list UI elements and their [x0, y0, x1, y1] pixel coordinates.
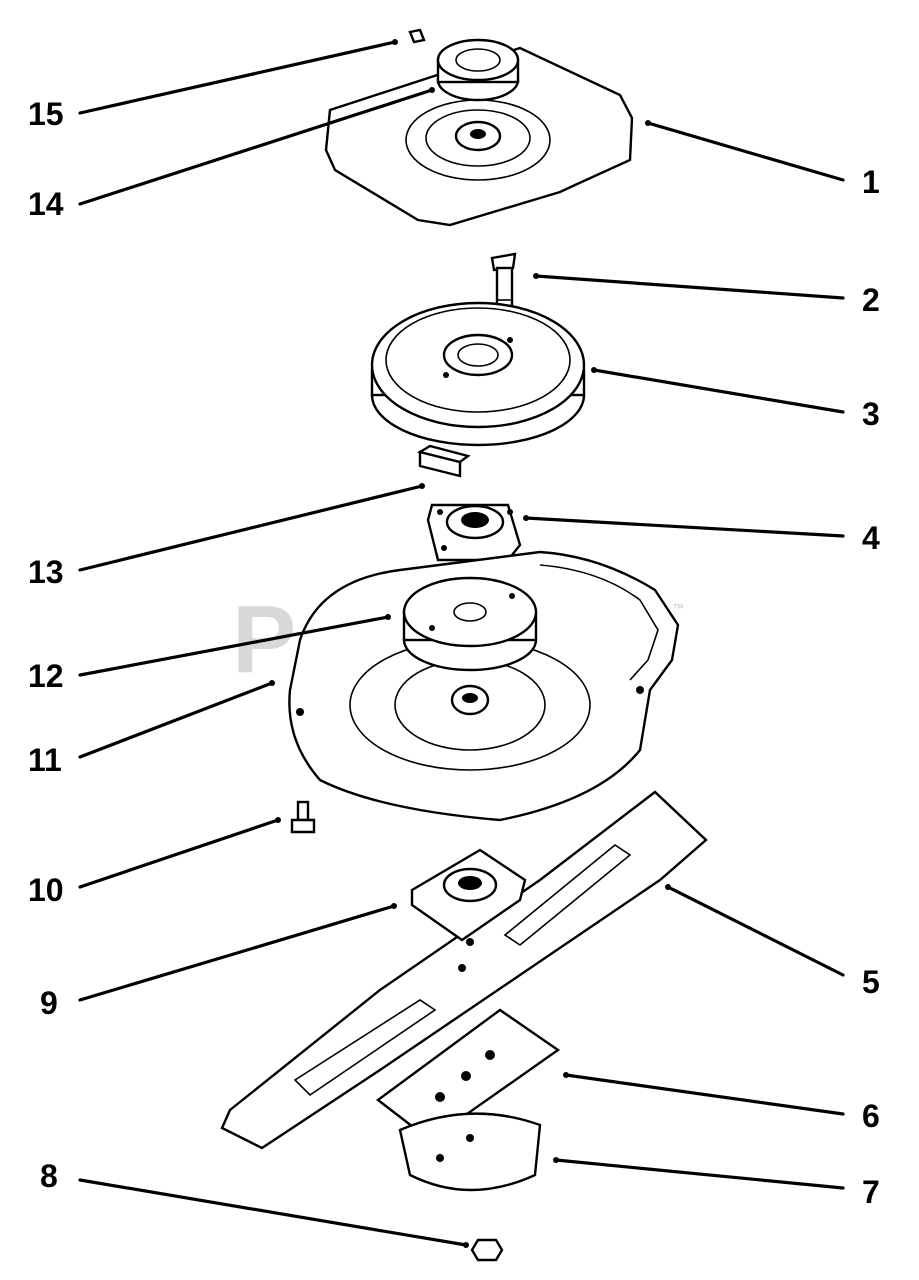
- leader-lines: [78, 39, 845, 1248]
- callout-12: 12: [28, 658, 64, 694]
- part-top-pulley: [436, 38, 520, 102]
- watermark-trademark: ™: [672, 601, 684, 615]
- part-deck-plate: [324, 46, 634, 227]
- part-blade-cup: [398, 1112, 542, 1192]
- callout-2: 2: [862, 282, 880, 318]
- part-blade-pulley: [370, 301, 586, 447]
- part-blade: [220, 790, 708, 1150]
- part-blade-adapter: [410, 848, 527, 942]
- callout-7: 7: [862, 1174, 880, 1210]
- part-small-key: [408, 28, 426, 44]
- callout-11: 11: [28, 742, 62, 778]
- callout-6: 6: [862, 1098, 880, 1134]
- callout-3: 3: [862, 396, 880, 432]
- callout-15: 15: [28, 96, 64, 132]
- part-nut: [470, 1238, 504, 1262]
- callout-9: 9: [40, 985, 58, 1021]
- callout-5: 5: [862, 964, 880, 1000]
- callout-14: 14: [28, 186, 64, 222]
- callout-8: 8: [40, 1158, 58, 1194]
- part-spindle-hub: [402, 576, 538, 716]
- part-key-block: [416, 444, 471, 478]
- callout-1: 1: [862, 164, 880, 200]
- part-bearing-flange: [426, 503, 522, 562]
- callout-10: 10: [28, 872, 64, 908]
- part-screw: [290, 800, 316, 834]
- callout-4: 4: [862, 520, 880, 556]
- callout-13: 13: [28, 554, 64, 590]
